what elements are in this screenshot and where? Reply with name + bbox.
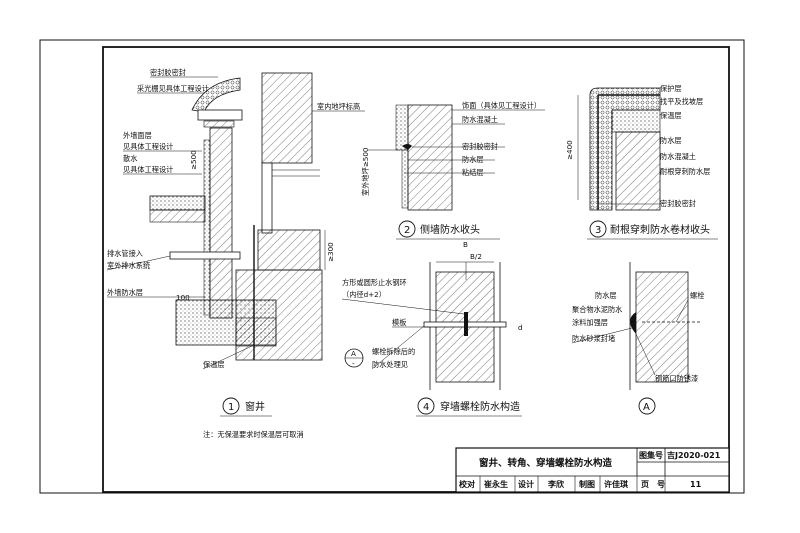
inner-frame: [102, 46, 730, 493]
d1-caption-circle: [222, 397, 240, 415]
draw-label: 制图: [579, 479, 595, 489]
design-label: 设计: [518, 479, 534, 489]
d1-label-ext-finish: 外墙面层: [123, 131, 152, 140]
d4-label-bolt-cut: 螺栓拆除后的: [372, 347, 415, 356]
designer: 李欣: [547, 479, 565, 489]
d4-caption: 穿墙螺栓防水构造: [440, 400, 520, 413]
d3-caption: 耐根穿刺防水卷材收头: [610, 223, 710, 236]
d4-ref-dash: -: [352, 359, 355, 368]
dA-label-wp: 防水层: [595, 291, 617, 300]
detail-4-wall-bolt: B B/2 方形或圆形止水钢环 （内径d+2） 模板 d A - 螺栓拆除后的 …: [341, 240, 523, 417]
d3-layers: [589, 87, 661, 211]
d3-label-seal: 密封胶密封: [660, 199, 696, 208]
dA-label-rust: 钢筋口防锈漆: [655, 374, 698, 383]
d1-label-drain2: 室外排水系统: [107, 261, 150, 270]
d4-dim-d: d: [518, 323, 523, 332]
d1-dim-500: ≥500: [189, 150, 198, 170]
title-block-title: 窗井、转角、穿墙螺栓防水构造: [479, 457, 613, 469]
d2-label-seal: 密封胶密封: [462, 142, 498, 151]
title-block: 窗井、转角、穿墙螺栓防水构造 图集号 吉J2020-021 校对 崔永生 设计 …: [455, 447, 730, 493]
d3-label-wpc: 防水混凝土: [660, 152, 696, 161]
d4-label-formwork: 模板: [392, 318, 406, 327]
d2-caption-circle: [398, 220, 416, 238]
d3-dim-400: ≥400: [565, 140, 574, 160]
d3-label-protect: 保护层: [660, 84, 682, 93]
d3-caption-num: 3: [595, 225, 601, 236]
dA-caption-num: A: [643, 402, 650, 413]
d1-label-ext-finish-note: 见具体工程设计: [123, 142, 173, 151]
basement-wall: [261, 72, 313, 164]
d1-label-apron: 散水: [123, 154, 137, 163]
d2-dim-vertical: 室外地坪≥500: [361, 147, 370, 196]
d4-dim-b: B: [463, 240, 468, 249]
atlas-label: 图集号: [639, 450, 663, 460]
window-well-wall: [209, 127, 233, 319]
d2-wall: [407, 104, 453, 211]
d4-caption-num: 4: [423, 402, 429, 413]
d4-caption-circle: [417, 397, 435, 415]
d1-label-seal: 密封胶密封: [150, 68, 186, 77]
d2-label-finish: 饰面（具体见工程设计）: [462, 101, 541, 110]
d1-label-apron-note: 见具体工程设计: [123, 165, 173, 174]
dA-label-polymer: 聚合物水泥防水: [572, 305, 622, 314]
detail-a-bolt-seal: 防水层 聚合物水泥防水 涂料加强层 防水砂浆封堵 螺栓 钢筋口防锈漆 A: [571, 262, 704, 415]
dA-label-coating: 涂料加强层: [572, 318, 608, 327]
d4-ref-a: A: [351, 349, 356, 358]
d1-label-skylight: 采光棚见具体工程设计: [137, 84, 209, 93]
d4-label-bolt-cut2: 防水处理见: [372, 360, 408, 369]
d4-dim-b2: B/2: [470, 252, 482, 261]
d4-label-ring2: （内径d+2）: [342, 290, 386, 299]
review-label: 校对: [459, 479, 475, 489]
skylight-frame: [197, 109, 243, 121]
d1-caption-num: 1: [228, 402, 234, 413]
d1-note: 注：无保温要求时保温层可取消: [203, 430, 304, 439]
d2-label-wp: 防水层: [462, 155, 484, 164]
d1-label-drain: 排水管接入: [107, 249, 143, 258]
d1-label-indoor-floor: 室内地坪标高: [317, 102, 360, 111]
d1-caption: 窗井: [245, 400, 265, 413]
atlas-no: 吉J2020-021: [667, 450, 721, 460]
d2-label-bond: 粘结层: [462, 168, 484, 177]
dA-caption-circle: [638, 397, 656, 415]
page-no: 11: [690, 480, 702, 489]
page-label: 页 号: [641, 480, 665, 489]
dA-label-mortar: 防水砂浆封堵: [572, 334, 615, 343]
dA-wall: [635, 271, 689, 383]
skylight-dome: [191, 77, 241, 113]
drain-pipe: [169, 251, 241, 260]
d1-label-insulation: 保温层: [203, 360, 225, 369]
d3-caption-circle: [589, 220, 607, 238]
detail-1-window-well: 密封胶密封 采光棚见具体工程设计 室内地坪标高 外墙面层 见具体工程设计 散水 …: [106, 68, 365, 439]
d1-dim-300: ≥300: [326, 242, 335, 262]
dA-label-bolt: 螺栓: [690, 291, 704, 300]
d3-label-ins: 保温层: [660, 111, 682, 120]
reviewer: 崔永生: [483, 479, 508, 489]
d4-label-ring: 方形或圆形止水钢环: [342, 278, 407, 287]
d1-label-ext-wp: 外墙防水层: [107, 288, 143, 297]
outer-frame: [39, 39, 745, 494]
dA-seal: [630, 312, 636, 334]
d1-dim-100: 100: [176, 293, 190, 302]
drafter: 许佳琪: [604, 479, 628, 489]
detail-3-root-membrane: 保护层 找平及找坡层 保温层 防水层 防水混凝土 耐根穿刺防水层 密封胶密封 ≥…: [565, 84, 718, 240]
d3-label-wp: 防水层: [660, 136, 682, 145]
d3-label-root: 耐根穿刺防水层: [660, 167, 710, 176]
d3-label-level: 找平及找坡层: [660, 97, 703, 106]
d2-label-wpc: 防水混凝土: [462, 115, 498, 124]
detail-2-side-wall: 饰面（具体见工程设计） 防水混凝土 密封胶密封 防水层 粘结层 室外地坪≥500…: [361, 101, 545, 240]
d2-caption: 侧墙防水收头: [420, 223, 480, 236]
apron-slab: [149, 195, 206, 211]
d2-caption-num: 2: [404, 225, 410, 236]
